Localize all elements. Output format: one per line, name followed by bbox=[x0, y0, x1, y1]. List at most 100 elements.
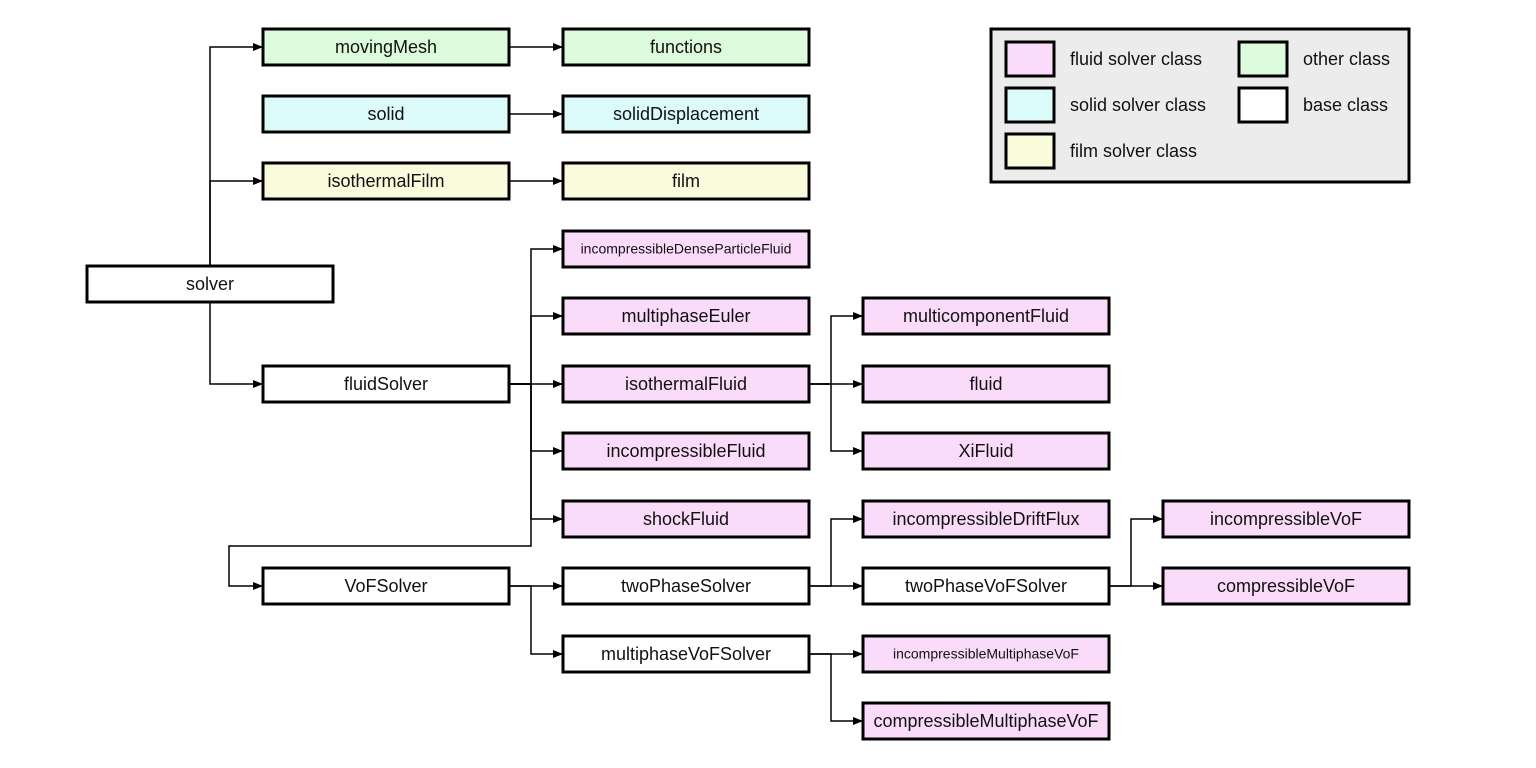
node-multiphase-vo-fsolver[interactable]: multiphaseVoFSolver bbox=[561, 634, 811, 674]
node-label: incompressibleDenseParticleFluid bbox=[581, 241, 792, 257]
node-label: multiphaseEuler bbox=[621, 306, 750, 326]
edge-solver-to-fluid-solver bbox=[209, 302, 263, 388]
node-label: solidDisplacement bbox=[613, 104, 759, 124]
node-label: isothermalFilm bbox=[327, 171, 444, 191]
node-functions[interactable]: functions bbox=[561, 27, 811, 67]
legend-item-base: base class bbox=[1237, 86, 1388, 124]
legend-swatch bbox=[1004, 40, 1056, 78]
node-label: functions bbox=[650, 37, 722, 57]
node-shock-fluid[interactable]: shockFluid bbox=[561, 499, 811, 539]
node-label: twoPhaseVoFSolver bbox=[905, 576, 1067, 596]
node-box bbox=[561, 94, 811, 134]
node-solid-displacement[interactable]: solidDisplacement bbox=[561, 94, 811, 134]
node-label: incompressibleVoF bbox=[1210, 509, 1362, 529]
node-isothermal-film[interactable]: isothermalFilm bbox=[261, 161, 511, 201]
node-label: incompressibleFluid bbox=[606, 441, 765, 461]
node-box bbox=[1161, 566, 1411, 606]
node-label: fluidSolver bbox=[344, 374, 428, 394]
node-two-phase-solver[interactable]: twoPhaseSolver bbox=[561, 566, 811, 606]
edge-isothermal-fluid-to-multicomponent-fluid bbox=[809, 312, 863, 385]
node-box bbox=[861, 364, 1111, 404]
edge-vo-fsolver-to-multiphase-vo-fsolver bbox=[509, 585, 563, 658]
node-film[interactable]: film bbox=[561, 161, 811, 201]
node-box bbox=[561, 364, 811, 404]
node-label: compressibleMultiphaseVoF bbox=[873, 711, 1098, 731]
node-box bbox=[561, 27, 811, 67]
node-incompressible-fluid[interactable]: incompressibleFluid bbox=[561, 431, 811, 471]
edge-solver-to-isothermal-film bbox=[209, 177, 263, 266]
nodes-layer: solver movingMesh functions solid solidDispl… bbox=[85, 27, 1411, 741]
legend-swatch bbox=[1237, 40, 1289, 78]
legend-item-film: film solver class bbox=[1004, 132, 1197, 170]
node-isothermal-fluid[interactable]: isothermalFluid bbox=[561, 364, 811, 404]
legend: fluid solver class other class solid solve… bbox=[989, 27, 1411, 184]
node-compressible-vo-f[interactable]: compressibleVoF bbox=[1161, 566, 1411, 606]
legend-swatch bbox=[1004, 86, 1056, 124]
node-fluid[interactable]: fluid bbox=[861, 364, 1111, 404]
edge-solver-to-moving-mesh bbox=[209, 43, 263, 266]
edges-layer bbox=[209, 43, 1163, 725]
node-two-phase-vo-fsolver[interactable]: twoPhaseVoFSolver bbox=[861, 566, 1111, 606]
node-multicomponent-fluid[interactable]: multicomponentFluid bbox=[861, 296, 1111, 336]
node-label: movingMesh bbox=[335, 37, 437, 57]
node-moving-mesh[interactable]: movingMesh bbox=[261, 27, 511, 67]
legend-label: film solver class bbox=[1070, 141, 1197, 161]
node-box bbox=[261, 161, 511, 201]
legend-label: fluid solver class bbox=[1070, 49, 1202, 69]
node-solver[interactable]: solver bbox=[85, 264, 335, 304]
node-label: compressibleVoF bbox=[1217, 576, 1355, 596]
node-box bbox=[861, 566, 1111, 606]
edge-fluid-solver-to-multiphase-euler bbox=[509, 312, 563, 385]
node-box bbox=[261, 364, 511, 404]
node-compressible-multiphase-vo-f[interactable]: compressibleMultiphaseVoF bbox=[861, 701, 1111, 741]
node-incompressible-vo-f[interactable]: incompressibleVoF bbox=[1161, 499, 1411, 539]
node-incompressible-drift-flux[interactable]: incompressibleDriftFlux bbox=[861, 499, 1111, 539]
node-label: multiphaseVoFSolver bbox=[601, 644, 771, 664]
node-label: twoPhaseSolver bbox=[621, 576, 751, 596]
node-label: multicomponentFluid bbox=[903, 306, 1069, 326]
edge-fluid-solver-to-vo-fsolver bbox=[228, 383, 532, 590]
node-box bbox=[85, 264, 335, 304]
node-box bbox=[861, 296, 1111, 336]
node-label: fluid bbox=[969, 374, 1002, 394]
node-multiphase-euler[interactable]: multiphaseEuler bbox=[561, 296, 811, 336]
node-solid[interactable]: solid bbox=[261, 94, 511, 134]
node-box bbox=[861, 701, 1111, 741]
node-label: isothermalFluid bbox=[625, 374, 747, 394]
legend-item-fluid: fluid solver class bbox=[1004, 40, 1202, 78]
node-box bbox=[261, 94, 511, 134]
node-label: XiFluid bbox=[958, 441, 1013, 461]
node-label: shockFluid bbox=[643, 509, 729, 529]
node-box bbox=[561, 161, 811, 201]
node-label: incompressibleDriftFlux bbox=[892, 509, 1079, 529]
node-box bbox=[1161, 499, 1411, 539]
edge-fluid-solver-to-incompressible-fluid bbox=[509, 383, 563, 455]
node-box bbox=[561, 229, 811, 269]
node-label: solver bbox=[186, 274, 234, 294]
node-box bbox=[861, 431, 1111, 471]
legend-item-other: other class bbox=[1237, 40, 1390, 78]
node-box bbox=[261, 27, 511, 67]
edge-two-phase-solver-to-incompressible-drift-flux bbox=[809, 515, 863, 587]
node-label: film bbox=[672, 171, 700, 191]
legend-label: base class bbox=[1303, 95, 1388, 115]
node-box bbox=[861, 499, 1111, 539]
node-label: incompressibleMultiphaseVoF bbox=[893, 646, 1079, 662]
node-incompressible-dense-particle-fluid[interactable]: incompressibleDenseParticleFluid bbox=[561, 229, 811, 269]
legend-swatch bbox=[1004, 132, 1056, 170]
node-label: solid bbox=[367, 104, 404, 124]
node-box bbox=[561, 566, 811, 606]
edge-multiphase-vo-fsolver-to-compressible-multiphase-vo-f bbox=[809, 653, 863, 725]
node-fluid-solver[interactable]: fluidSolver bbox=[261, 364, 511, 404]
node-box bbox=[861, 634, 1111, 674]
edge-two-phase-vo-fsolver-to-incompressible-vo-f bbox=[1109, 515, 1163, 587]
node-xi-fluid[interactable]: XiFluid bbox=[861, 431, 1111, 471]
node-label: VoFSolver bbox=[344, 576, 427, 596]
node-vo-fsolver[interactable]: VoFSolver bbox=[261, 566, 511, 606]
node-box bbox=[561, 499, 811, 539]
node-incompressible-multiphase-vo-f[interactable]: incompressibleMultiphaseVoF bbox=[861, 634, 1111, 674]
legend-item-solid: solid solver class bbox=[1004, 86, 1206, 124]
node-box bbox=[261, 566, 511, 606]
legend-label: other class bbox=[1303, 49, 1390, 69]
